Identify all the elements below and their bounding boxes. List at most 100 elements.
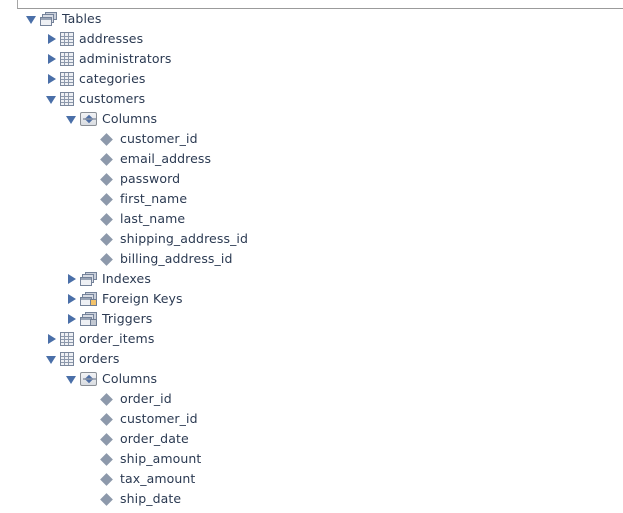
tree-node-label: Tables xyxy=(62,11,102,26)
twisty-spacer xyxy=(84,209,100,229)
diamond-icon xyxy=(100,412,113,426)
twisty-spacer xyxy=(84,229,100,249)
tree-node-label: categories xyxy=(79,71,146,86)
tree-node-label: last_name xyxy=(120,211,186,226)
tree-node-label: shipping_address_id xyxy=(120,231,249,246)
tree-node-label: Triggers xyxy=(102,311,153,326)
tree-node-tables[interactable]: Tables xyxy=(0,9,623,29)
panel-top-edge xyxy=(17,0,623,9)
diamond-icon xyxy=(100,492,113,506)
columns-icon xyxy=(80,372,97,386)
diamond-icon xyxy=(100,232,113,246)
chevron-down-icon[interactable] xyxy=(24,9,40,29)
twisty-spacer xyxy=(84,169,100,189)
tree-node-categories[interactable]: categories xyxy=(0,69,623,89)
tree-node-label: billing_address_id xyxy=(120,251,233,266)
tree-node-customers[interactable]: customers xyxy=(0,89,623,109)
tree-leaf-column[interactable]: billing_address_id xyxy=(0,249,623,269)
table-icon xyxy=(60,352,74,366)
twisty-spacer xyxy=(84,189,100,209)
tree-leaf-column[interactable]: password xyxy=(0,169,623,189)
tree-node-label: password xyxy=(120,171,181,186)
tree-node-customers-columns[interactable]: Columns xyxy=(0,109,623,129)
tree-node-label: Columns xyxy=(102,371,158,386)
twisty-spacer xyxy=(84,489,100,509)
twisty-spacer xyxy=(84,449,100,469)
diamond-icon xyxy=(100,472,113,486)
stack-gray-icon xyxy=(80,312,97,326)
tree-leaf-column[interactable]: ship_date xyxy=(0,489,623,509)
chevron-right-icon[interactable] xyxy=(44,69,60,89)
chevron-down-icon[interactable] xyxy=(64,369,80,389)
diamond-icon xyxy=(100,192,113,206)
table-icon xyxy=(60,32,74,46)
diamond-icon xyxy=(100,212,113,226)
table-icon xyxy=(60,52,74,66)
diamond-icon xyxy=(100,172,113,186)
tree-leaf-column[interactable]: shipping_address_id xyxy=(0,229,623,249)
tree-node-addresses[interactable]: addresses xyxy=(0,29,623,49)
stack-icon xyxy=(40,12,57,26)
stack-key-icon xyxy=(80,292,97,306)
tree-leaf-column[interactable]: order_id xyxy=(0,389,623,409)
table-icon xyxy=(60,92,74,106)
table-icon xyxy=(60,72,74,86)
tree-leaf-column[interactable]: order_date xyxy=(0,429,623,449)
tree-node-label: ship_amount xyxy=(120,451,202,466)
twisty-spacer xyxy=(84,149,100,169)
tree-node-order-items[interactable]: order_items xyxy=(0,329,623,349)
tree-node-customers-triggers[interactable]: Triggers xyxy=(0,309,623,329)
tree-node-orders[interactable]: orders xyxy=(0,349,623,369)
diamond-icon xyxy=(100,152,113,166)
table-icon xyxy=(60,332,74,346)
chevron-right-icon[interactable] xyxy=(64,269,80,289)
tree-leaf-column[interactable]: tax_amount xyxy=(0,469,623,489)
tree-node-customers-foreign-keys[interactable]: Foreign Keys xyxy=(0,289,623,309)
diamond-icon xyxy=(100,132,113,146)
tree-node-label: tax_amount xyxy=(120,471,196,486)
tree-node-label: customer_id xyxy=(120,131,198,146)
tree-leaf-column[interactable]: email_address xyxy=(0,149,623,169)
chevron-right-icon[interactable] xyxy=(44,29,60,49)
tree-node-orders-columns[interactable]: Columns xyxy=(0,369,623,389)
stack-icon xyxy=(80,272,97,286)
diamond-icon xyxy=(100,452,113,466)
tree-leaf-column[interactable]: customer_id xyxy=(0,129,623,149)
diamond-icon xyxy=(100,432,113,446)
twisty-spacer xyxy=(84,429,100,449)
tree-node-label: Foreign Keys xyxy=(102,291,183,306)
chevron-right-icon[interactable] xyxy=(64,309,80,329)
tree-node-customers-indexes[interactable]: Indexes xyxy=(0,269,623,289)
tree-leaf-column[interactable]: customer_id xyxy=(0,409,623,429)
tree-node-label: customers xyxy=(79,91,146,106)
twisty-spacer xyxy=(84,469,100,489)
tree-node-label: administrators xyxy=(79,51,172,66)
chevron-right-icon[interactable] xyxy=(64,289,80,309)
diamond-icon xyxy=(100,252,113,266)
columns-icon xyxy=(80,112,97,126)
chevron-right-icon[interactable] xyxy=(44,49,60,69)
tree-node-label: email_address xyxy=(120,151,212,166)
chevron-down-icon[interactable] xyxy=(44,89,60,109)
tree-leaf-column[interactable]: first_name xyxy=(0,189,623,209)
tree-node-label: orders xyxy=(79,351,120,366)
tree-node-label: order_id xyxy=(120,391,172,406)
twisty-spacer xyxy=(84,129,100,149)
tree-node-administrators[interactable]: administrators xyxy=(0,49,623,69)
diamond-icon xyxy=(100,392,113,406)
chevron-down-icon[interactable] xyxy=(64,109,80,129)
twisty-spacer xyxy=(84,409,100,429)
tree-node-label: customer_id xyxy=(120,411,198,426)
tree-node-label: Indexes xyxy=(102,271,151,286)
tree-node-label: order_items xyxy=(79,331,155,346)
database-object-tree[interactable]: Tables addresses administrators categories c… xyxy=(0,9,623,513)
chevron-down-icon[interactable] xyxy=(44,349,60,369)
tree-node-label: order_date xyxy=(120,431,189,446)
chevron-right-icon[interactable] xyxy=(44,329,60,349)
twisty-spacer xyxy=(84,389,100,409)
twisty-spacer xyxy=(84,249,100,269)
tree-leaf-column[interactable]: ship_amount xyxy=(0,449,623,469)
tree-node-label: first_name xyxy=(120,191,188,206)
tree-leaf-column[interactable]: last_name xyxy=(0,209,623,229)
tree-node-label: ship_date xyxy=(120,491,182,506)
